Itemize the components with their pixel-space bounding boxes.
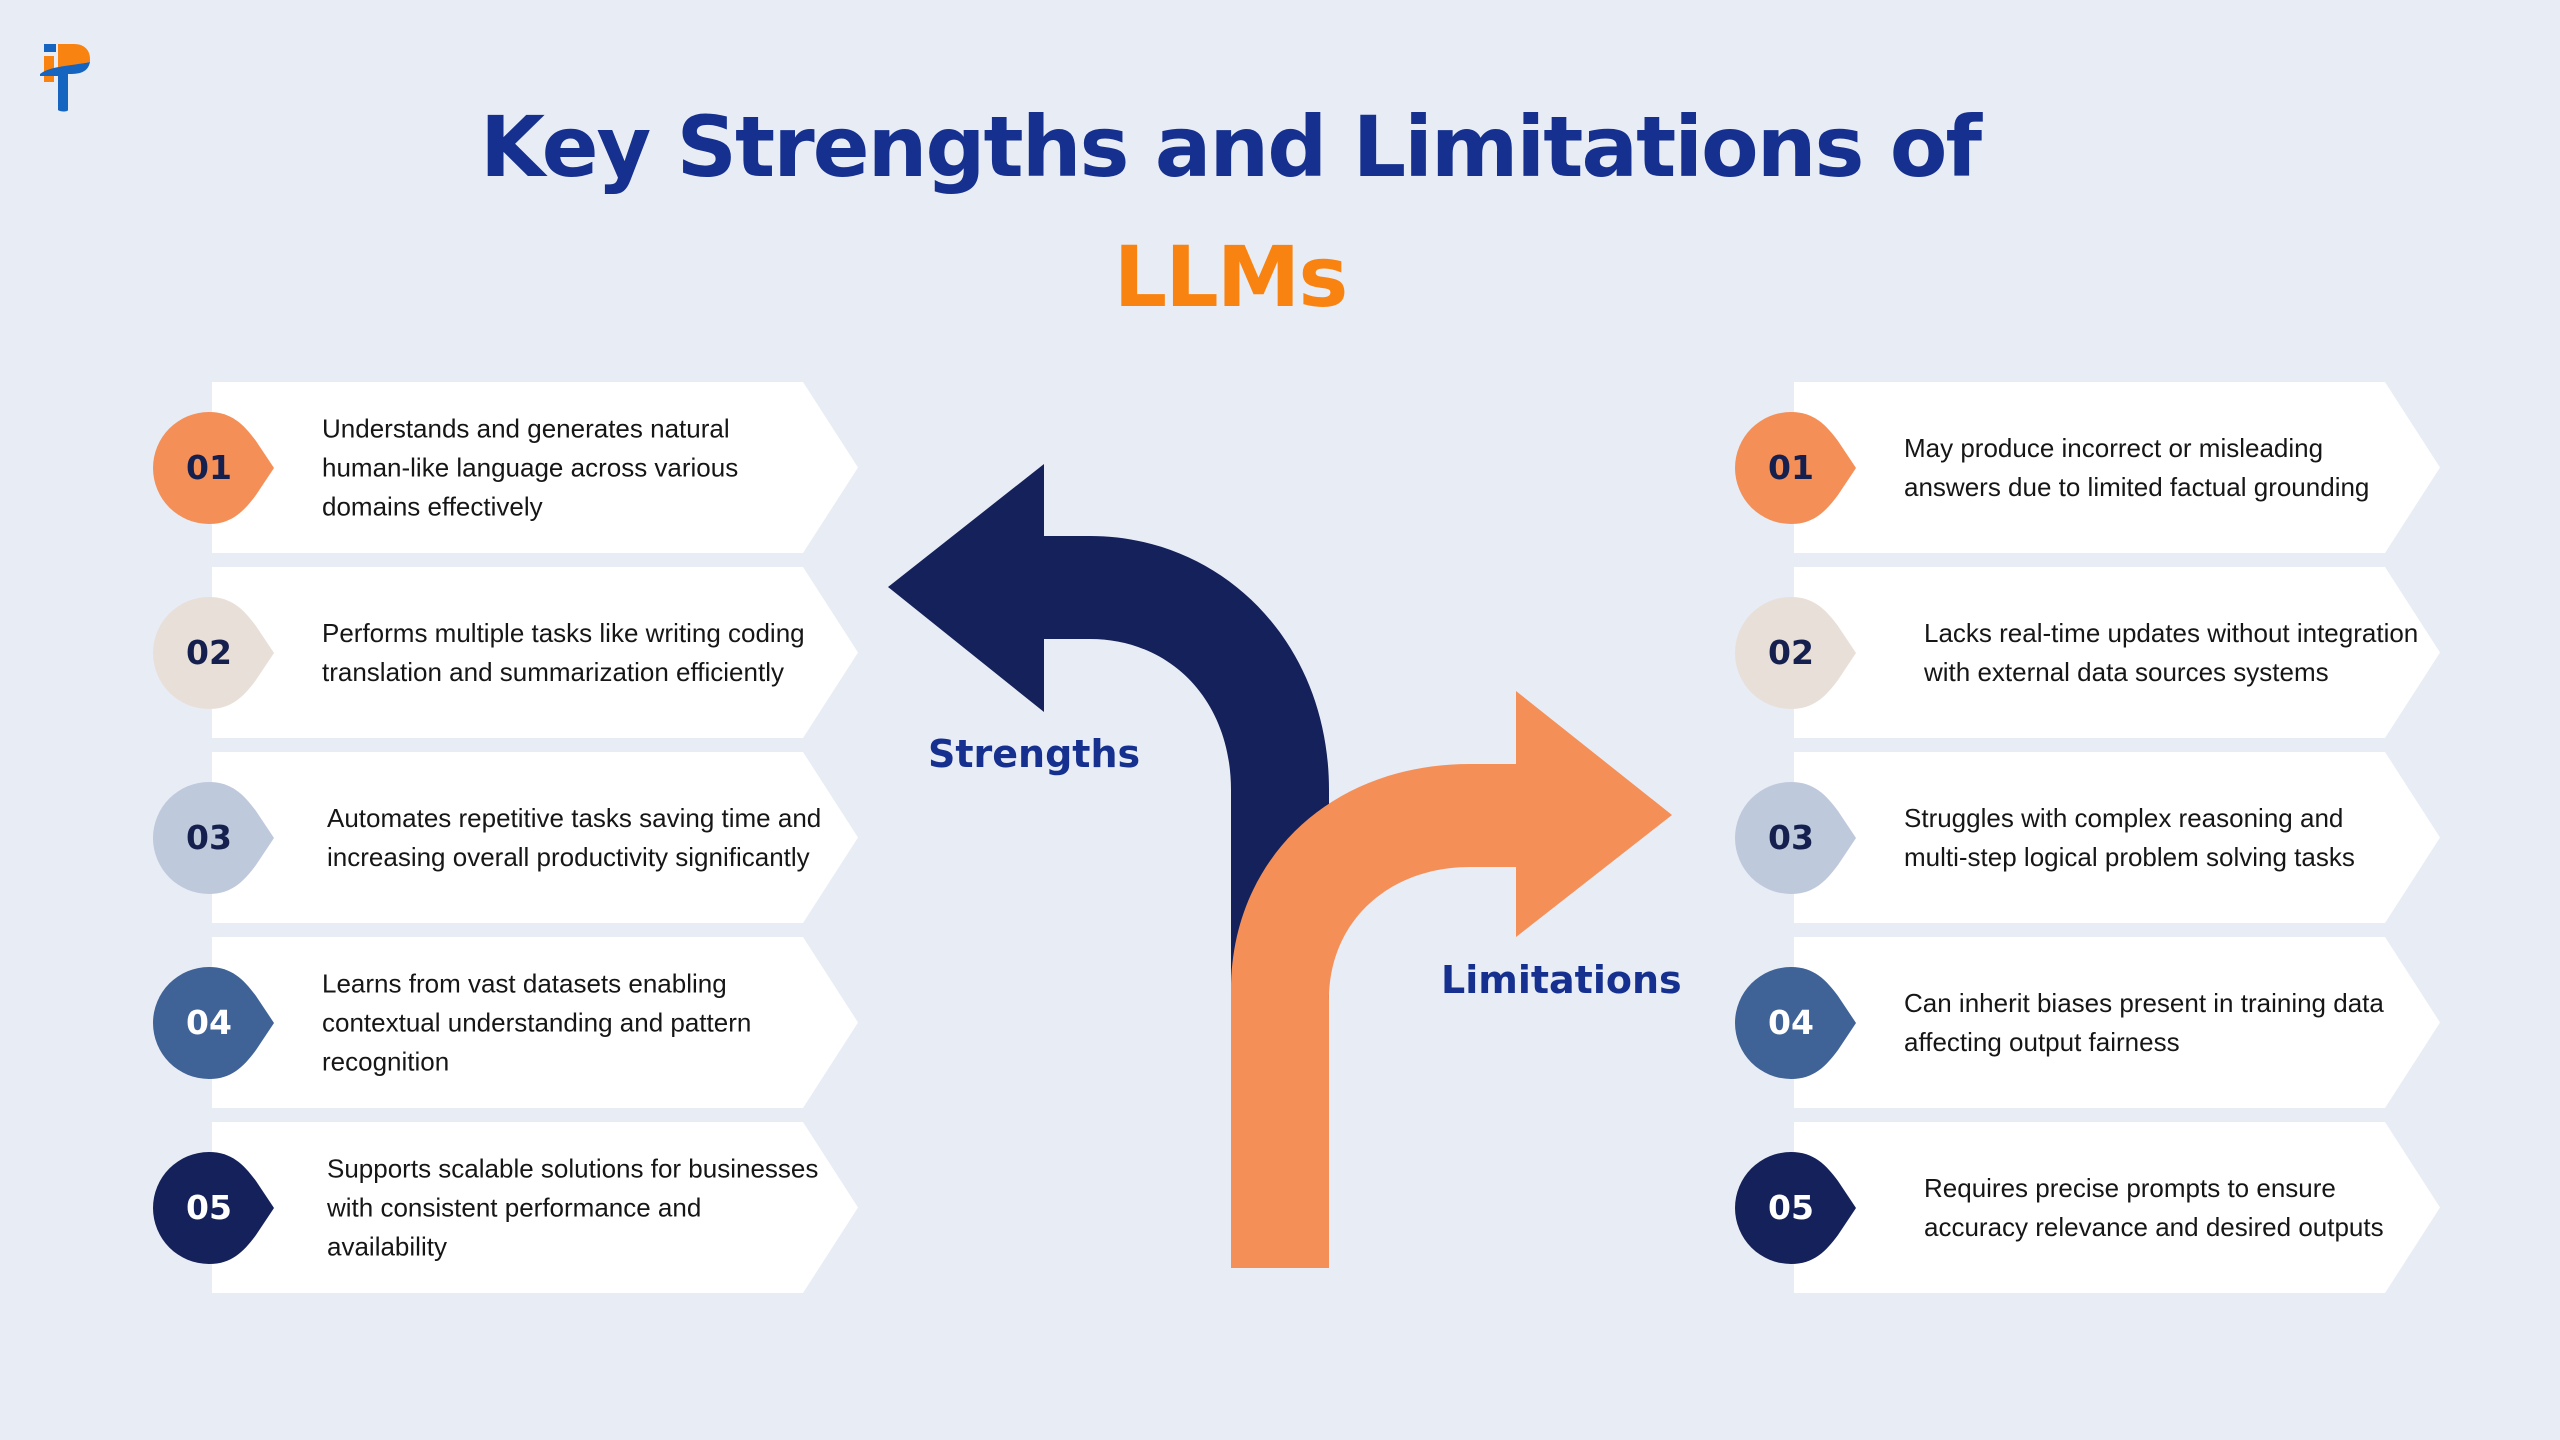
card-background <box>1794 382 2440 553</box>
logo-dot <box>44 44 56 52</box>
item-text: May produce incorrect or misleading answ… <box>1904 432 2370 502</box>
page-title-highlight: LLMs <box>1113 228 1349 326</box>
limitations-item: 03 Struggles with complex reasoning and … <box>1735 752 2440 923</box>
brand-logo <box>40 44 90 112</box>
item-text: Performs multiple tasks like writing cod… <box>322 617 805 687</box>
card-background <box>1794 937 2440 1108</box>
page-title: Key Strengths and Limitations of <box>479 98 1982 196</box>
card-background <box>1794 1122 2440 1293</box>
number-badge: 01 <box>152 411 302 525</box>
card-background <box>212 937 858 1108</box>
number-badge: 02 <box>152 596 302 710</box>
item-number: 03 <box>1768 818 1814 857</box>
item-number: 04 <box>1768 1003 1814 1042</box>
limitations-item: 01 May produce incorrect or misleading a… <box>1735 382 2440 553</box>
number-badge: 02 <box>1734 596 1884 710</box>
number-badge: 03 <box>152 781 302 895</box>
item-number: 03 <box>186 818 232 857</box>
limitations-item: 02 Lacks real-time updates without integ… <box>1735 567 2440 738</box>
item-text: Learns from vast datasets enabling conte… <box>322 968 752 1076</box>
strengths-item: 01 Understands and generates natural hum… <box>153 382 858 553</box>
strengths-arrow <box>888 464 1329 1003</box>
logo-swoosh <box>40 62 90 112</box>
number-badge: 03 <box>1734 781 1884 895</box>
item-number: 05 <box>186 1188 232 1227</box>
item-number: 01 <box>1768 448 1814 487</box>
number-badge: 04 <box>152 966 302 1080</box>
item-text: Supports scalable solutions for business… <box>327 1153 819 1261</box>
item-number: 04 <box>186 1003 232 1042</box>
card-background <box>212 382 858 553</box>
logo-p-bowl <box>58 44 90 67</box>
limitations-label: Limitations <box>1441 958 1682 1002</box>
number-badge: 01 <box>1734 411 1884 525</box>
item-text: Struggles with complex reasoning and mul… <box>1904 802 2355 872</box>
item-text: Requires precise prompts to ensure accur… <box>1924 1172 2384 1242</box>
limitations-item: 04 Can inherit biases present in trainin… <box>1735 937 2440 1108</box>
item-number: 01 <box>186 448 232 487</box>
item-text: Automates repetitive tasks saving time a… <box>327 802 822 872</box>
card-background <box>212 567 858 738</box>
card-background <box>212 1122 858 1293</box>
item-text: Understands and generates natural human-… <box>322 413 739 521</box>
strengths-item: 02 Performs multiple tasks like writing … <box>153 567 858 738</box>
card-background <box>1794 752 2440 923</box>
strengths-item: 03 Automates repetitive tasks saving tim… <box>153 752 858 923</box>
item-text: Can inherit biases present in training d… <box>1904 987 2384 1057</box>
item-number: 05 <box>1768 1188 1814 1227</box>
item-number: 02 <box>1768 633 1814 672</box>
card-background <box>1794 567 2440 738</box>
number-badge: 05 <box>152 1151 302 1265</box>
number-badge: 05 <box>1734 1151 1884 1265</box>
item-text: Lacks real-time updates without integrat… <box>1924 617 2419 687</box>
item-number: 02 <box>186 633 232 672</box>
strengths-item: 05 Supports scalable solutions for busin… <box>153 1122 858 1293</box>
limitations-arrow <box>1231 691 1672 1268</box>
strengths-item: 04 Learns from vast datasets enabling co… <box>153 937 858 1108</box>
number-badge: 04 <box>1734 966 1884 1080</box>
strengths-label: Strengths <box>928 732 1141 776</box>
limitations-item: 05 Requires precise prompts to ensure ac… <box>1735 1122 2440 1293</box>
card-background <box>212 752 858 923</box>
logo-i-stem <box>44 56 54 82</box>
